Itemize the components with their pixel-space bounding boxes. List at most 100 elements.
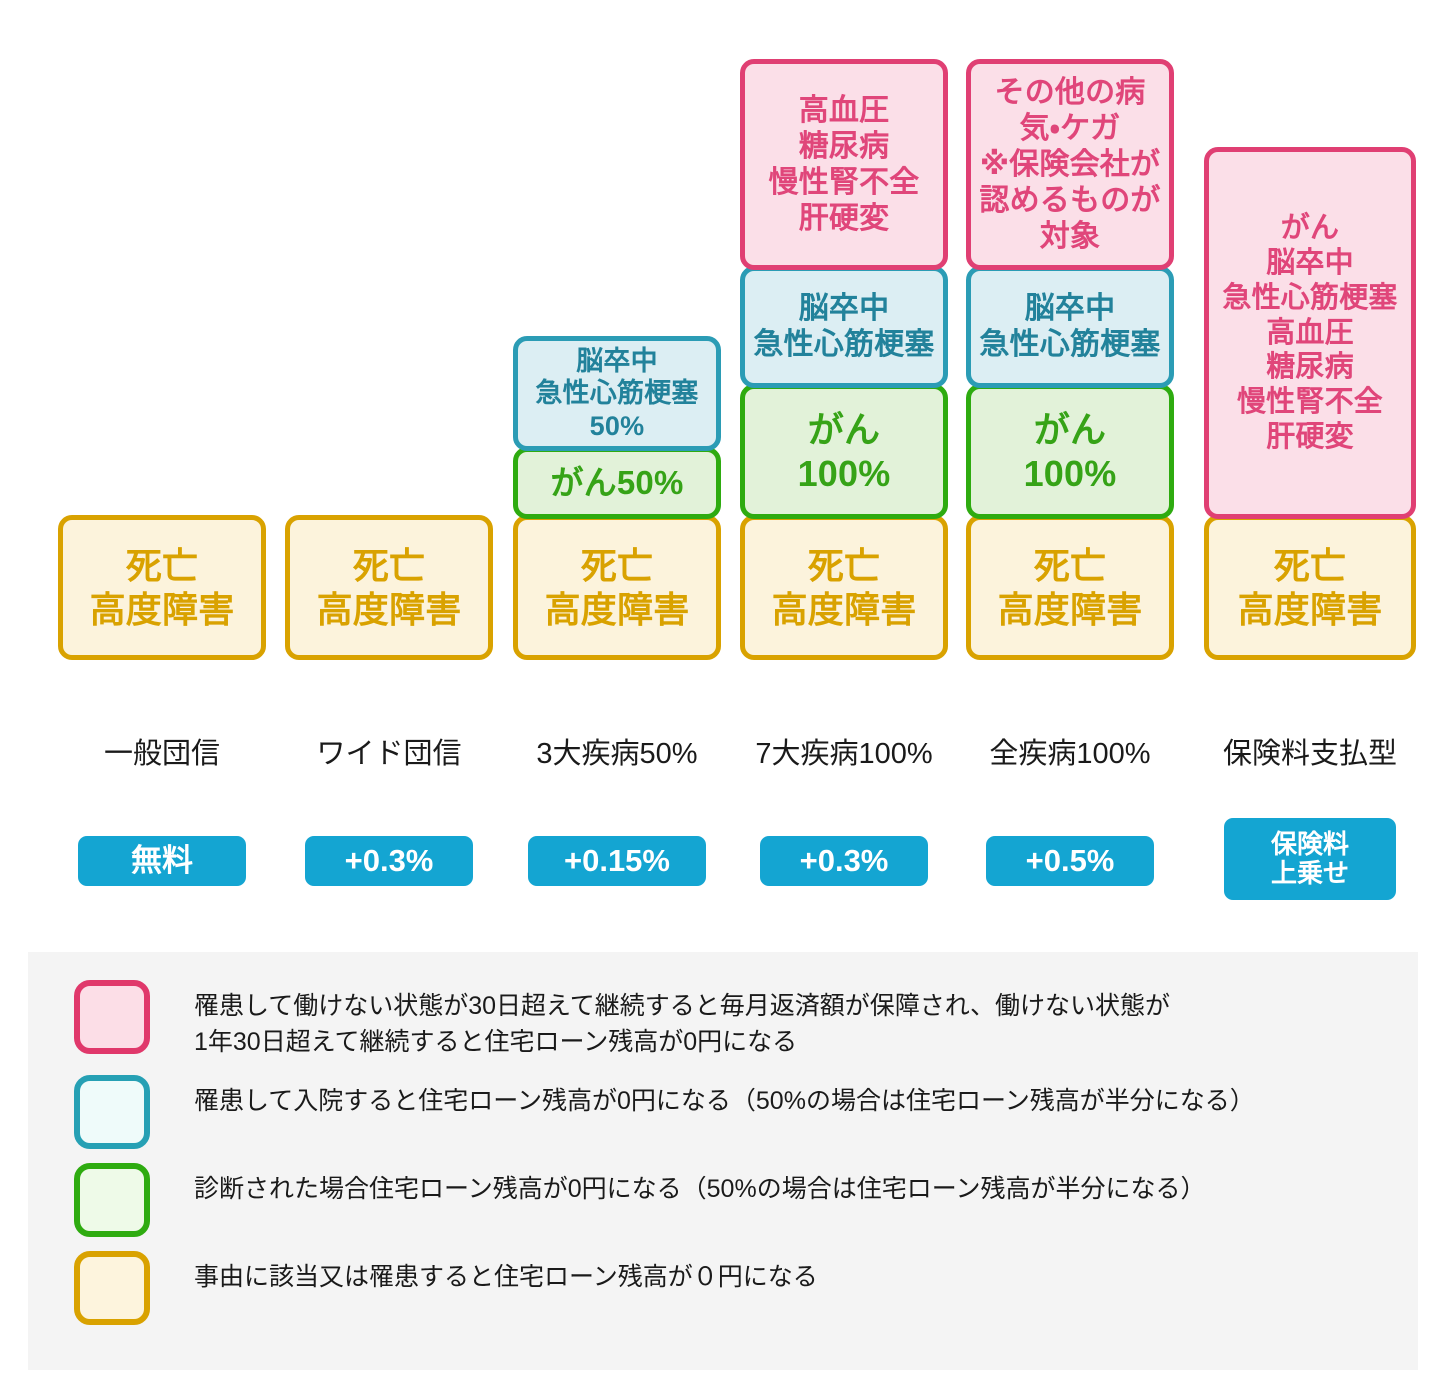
box-line: 肝硬変 [798, 201, 890, 235]
column-wide-danshin: 死亡高度障害 [285, 515, 493, 660]
box-cyan-7dai-shippei-100: 脳卒中急性心筋梗塞 [740, 266, 948, 388]
box-line: 高度障害 [89, 588, 235, 630]
box-line: 死亡 [1033, 545, 1107, 587]
legend-text: 診断された場合住宅ローン残高が0円になる（50%の場合は住宅ローン残高が半分にな… [194, 1163, 1205, 1207]
legend-swatch-yellow [74, 1250, 150, 1325]
box-line: 慢性腎不全 [768, 165, 920, 199]
box-line: 脳卒中 [798, 292, 890, 325]
box-pink-hokenryo-shiharai-gata: がん脳卒中急性心筋梗塞高血圧糖尿病慢性腎不全肝硬変 [1204, 147, 1416, 519]
box-line: 死亡 [807, 545, 881, 587]
price-badge-wide-danshin[interactable]: +0.3% [305, 836, 473, 886]
box-line: 100% [797, 452, 891, 494]
price-badge-hokenryo-shiharai-gata[interactable]: 保険料上乗せ [1224, 818, 1396, 900]
price-badge-zen-shippei-100[interactable]: +0.5% [986, 836, 1154, 886]
price-badge-line: +0.5% [1025, 842, 1115, 878]
box-yellow-wide-danshin: 死亡高度障害 [285, 515, 493, 660]
box-line: 認めるものが [979, 183, 1161, 217]
legend-row-pink: 罹患して働けない状態が30日超えて継続すると毎月返済額が保障され、働けない状態が… [28, 980, 1418, 1061]
box-pink-7dai-shippei-100: 高血圧糖尿病慢性腎不全肝硬変 [740, 59, 948, 270]
legend-row-green: 診断された場合住宅ローン残高が0円になる（50%の場合は住宅ローン残高が半分にな… [28, 1162, 1418, 1237]
price-badge-line: 上乗せ [1270, 858, 1349, 888]
box-line: 高度障害 [997, 588, 1143, 630]
price-badge-7dai-shippei-100[interactable]: +0.3% [760, 836, 928, 886]
column-label-3dai-shippei-50: 3大疾病50% [536, 738, 698, 770]
column-label-7dai-shippei-100: 7大疾病100% [755, 738, 933, 770]
box-line: 死亡 [125, 545, 199, 587]
column-labels-row: 一般団信 ワイド団信 3大疾病50% 7大疾病100% 全疾病100% 保険料支払型 [0, 726, 1446, 782]
box-line: 100% [1023, 452, 1117, 494]
box-line: 高血圧 [798, 93, 890, 127]
box-line: 急性心筋梗塞 [1222, 281, 1398, 314]
box-line: がん50% [550, 464, 684, 502]
box-line: 50% [589, 410, 645, 441]
box-line: がん [807, 409, 881, 451]
box-green-3dai-shippei-50: がん50% [513, 447, 721, 519]
box-line: 死亡 [352, 545, 426, 587]
box-line: 対象 [1039, 219, 1101, 253]
column-hokenryo-shiharai-gata: がん脳卒中急性心筋梗塞高血圧糖尿病慢性腎不全肝硬変死亡高度障害 [1204, 147, 1416, 660]
box-line: 慢性腎不全 [1236, 386, 1383, 419]
price-badge-ippan-danshin[interactable]: 無料 [78, 836, 246, 886]
legend-text: 罹患して入院すると住宅ローン残高が0円になる（50%の場合は住宅ローン残高が半分… [194, 1075, 1255, 1119]
legend-swatch-pink [74, 980, 150, 1054]
column-label-zen-shippei-100: 全疾病100% [989, 738, 1151, 770]
legend-panel: 罹患して働けない状態が30日超えて継続すると毎月返済額が保障され、働けない状態が… [28, 952, 1418, 1370]
box-line: 高度障害 [316, 588, 462, 630]
legend-row-yellow: 事由に該当又は罹患すると住宅ローン残高が０円になる [28, 1250, 1418, 1325]
box-line: 急性心筋梗塞 [535, 378, 699, 409]
column-label-ippan-danshin: 一般団信 [103, 738, 220, 770]
box-line: 高度障害 [1237, 588, 1383, 630]
column-ippan-danshin: 死亡高度障害 [58, 515, 266, 660]
box-line: その他の病 [994, 75, 1146, 109]
legend-text-line: 診断された場合住宅ローン残高が0円になる（50%の場合は住宅ローン残高が半分にな… [194, 1174, 1206, 1203]
box-line: 気・ケガ [1019, 111, 1121, 145]
price-badges-row: 無料 +0.3% +0.15% +0.3% +0.5% 保険料上乗せ [0, 812, 1446, 902]
box-line: 脳卒中 [1266, 247, 1354, 279]
box-cyan-zen-shippei-100: 脳卒中急性心筋梗塞 [966, 266, 1174, 388]
box-line: 肝硬変 [1266, 420, 1354, 453]
box-line: 高度障害 [771, 588, 917, 630]
box-line: がん [1280, 212, 1340, 245]
price-badge-line: +0.3% [344, 842, 434, 878]
box-yellow-ippan-danshin: 死亡高度障害 [58, 515, 266, 660]
legend-text-line: 事由に該当又は罹患すると住宅ローン残高が０円になる [194, 1262, 818, 1291]
column-label-hokenryo-shiharai-gata: 保険料支払型 [1222, 738, 1397, 770]
box-line: 急性心筋梗塞 [753, 328, 935, 361]
box-line: 急性心筋梗塞 [979, 328, 1161, 361]
box-yellow-hokenryo-shiharai-gata: 死亡高度障害 [1204, 515, 1416, 660]
box-line: 糖尿病 [1266, 351, 1354, 384]
box-line: 脳卒中 [576, 345, 658, 376]
legend-text-line: 罹患して働けない状態が30日超えて継続すると毎月返済額が保障され、働けない状態が [194, 992, 1171, 1020]
legend-row-cyan: 罹患して入院すると住宅ローン残高が0円になる（50%の場合は住宅ローン残高が半分… [28, 1074, 1418, 1149]
box-yellow-zen-shippei-100: 死亡高度障害 [966, 515, 1174, 660]
legend-swatch-green [74, 1162, 150, 1237]
box-line: 死亡 [580, 545, 654, 587]
price-badge-line: +0.15% [563, 842, 670, 878]
box-line: 死亡 [1273, 545, 1347, 587]
price-badge-line: 保険料 [1270, 828, 1349, 859]
legend-text-line: 1年30日超えて継続すると住宅ローン残高が0円になる [194, 1028, 798, 1057]
box-line: 糖尿病 [798, 129, 890, 163]
price-badge-3dai-shippei-50[interactable]: +0.15% [528, 836, 706, 886]
box-line: 高血圧 [1266, 316, 1354, 349]
legend-text-line: 罹患して入院すると住宅ローン残高が0円になる（50%の場合は住宅ローン残高が半分… [194, 1086, 1255, 1115]
box-line: がん [1033, 409, 1107, 451]
box-yellow-7dai-shippei-100: 死亡高度障害 [740, 515, 948, 660]
box-pink-zen-shippei-100: その他の病気・ケガ※保険会社が認めるものが対象 [966, 59, 1174, 270]
legend-text: 罹患して働けない状態が30日超えて継続すると毎月返済額が保障され、働けない状態が… [194, 980, 1170, 1061]
box-yellow-3dai-shippei-50: 死亡高度障害 [513, 515, 721, 660]
column-label-wide-danshin: ワイド団信 [316, 738, 462, 770]
price-badge-line: +0.3% [799, 842, 889, 878]
legend-swatch-cyan [74, 1074, 150, 1149]
box-line: ※保険会社が [979, 147, 1161, 181]
price-badge-line: 無料 [131, 842, 193, 878]
box-line: 高度障害 [544, 588, 690, 630]
box-line: 脳卒中 [1024, 292, 1116, 325]
